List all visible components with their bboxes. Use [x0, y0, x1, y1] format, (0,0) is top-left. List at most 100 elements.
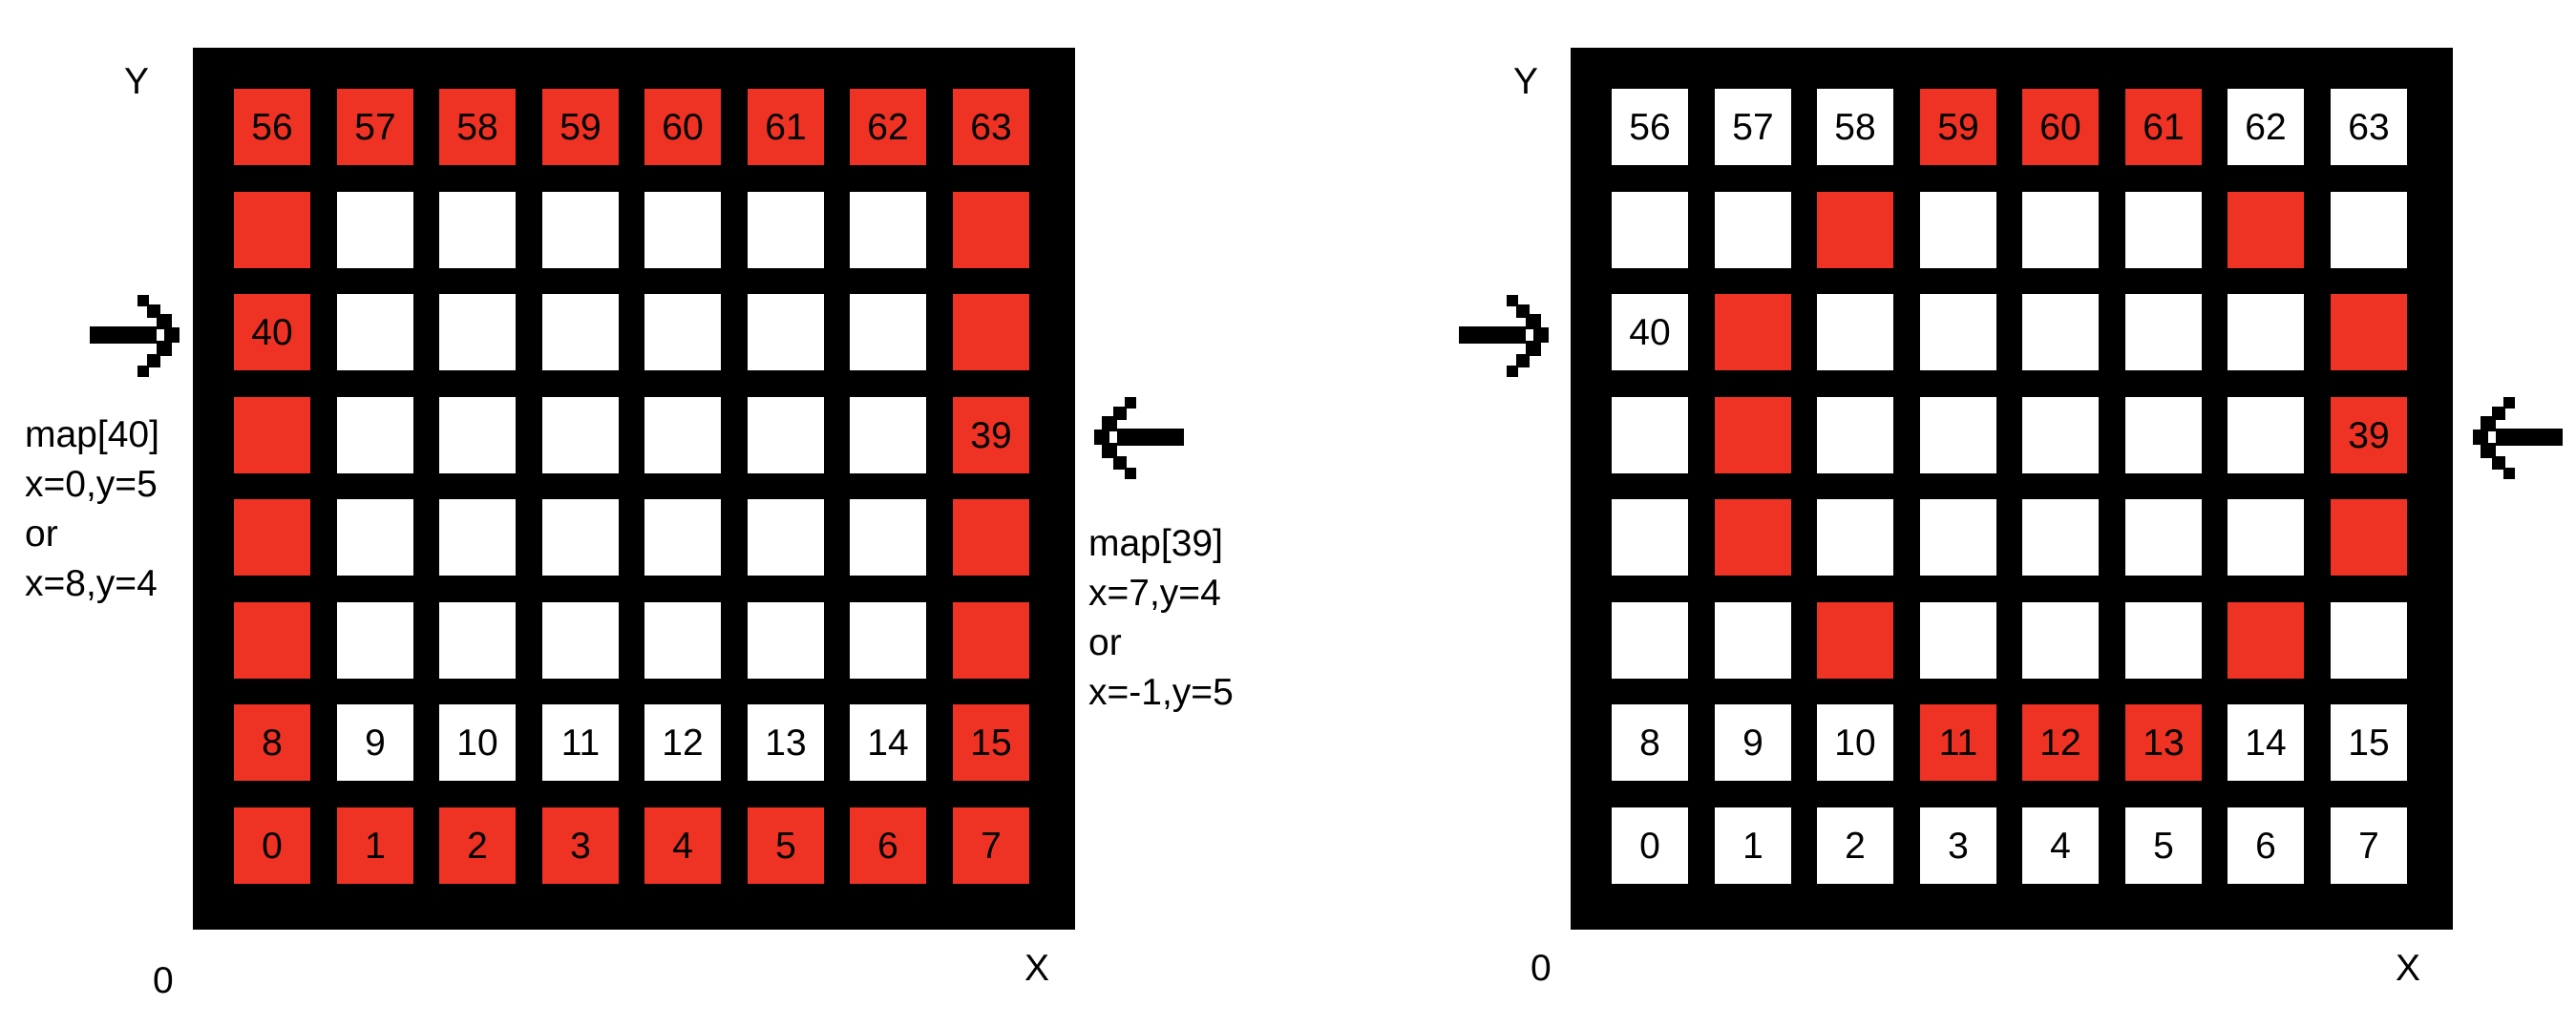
cell-27	[1920, 499, 1996, 576]
cell-3: 3	[1920, 807, 1996, 884]
cell-27	[542, 499, 619, 576]
cell-48	[1612, 192, 1688, 268]
y-axis-label-right: Y	[1513, 61, 1539, 102]
cell-41	[337, 294, 413, 370]
cell-61: 61	[748, 89, 824, 165]
cell-13: 13	[2125, 704, 2202, 781]
cell-28	[2022, 499, 2099, 576]
cell-19	[542, 602, 619, 679]
cell-52	[644, 192, 721, 268]
cell-57: 57	[337, 89, 413, 165]
cell-2: 2	[439, 807, 516, 884]
cell-62: 62	[2228, 89, 2304, 165]
cell-40: 40	[234, 294, 310, 370]
cell-48	[234, 192, 310, 268]
cell-29	[748, 499, 824, 576]
cell-33	[1715, 397, 1791, 473]
cell-46	[850, 294, 926, 370]
cell-61: 61	[2125, 89, 2202, 165]
cell-59: 59	[1920, 89, 1996, 165]
note-map39: map[39] x=7,y=4 or x=-1,y=5	[1088, 519, 1234, 718]
cell-43	[542, 294, 619, 370]
cell-13: 13	[748, 704, 824, 781]
cell-43	[1920, 294, 1996, 370]
cell-3: 3	[542, 807, 619, 884]
cell-14: 14	[2228, 704, 2304, 781]
cell-37	[748, 397, 824, 473]
right-arrow-icon	[90, 295, 179, 377]
cell-15: 15	[2331, 704, 2407, 781]
cell-23	[2331, 602, 2407, 679]
cell-50	[1817, 192, 1893, 268]
cell-47	[953, 294, 1029, 370]
note-map40-line-3: or	[25, 514, 58, 555]
cell-21	[2125, 602, 2202, 679]
note-map39-line-4: x=-1,y=5	[1088, 672, 1234, 713]
origin-label-left: 0	[153, 960, 174, 1001]
cell-47	[2331, 294, 2407, 370]
cell-59: 59	[542, 89, 619, 165]
cell-36	[644, 397, 721, 473]
cell-34	[439, 397, 516, 473]
cell-60: 60	[2022, 89, 2099, 165]
note-map40-line-4: x=8,y=4	[25, 563, 158, 604]
cell-41	[1715, 294, 1791, 370]
cell-32	[1612, 397, 1688, 473]
cell-35	[542, 397, 619, 473]
cell-54	[850, 192, 926, 268]
cell-44	[2022, 294, 2099, 370]
cell-24	[1612, 499, 1688, 576]
cell-29	[2125, 499, 2202, 576]
cell-18	[1817, 602, 1893, 679]
cell-8: 8	[1612, 704, 1688, 781]
cell-54	[2228, 192, 2304, 268]
cell-11: 11	[1920, 704, 1996, 781]
x-axis-label-left: X	[1024, 948, 1050, 989]
cell-63: 63	[953, 89, 1029, 165]
cell-60: 60	[644, 89, 721, 165]
cell-26	[439, 499, 516, 576]
cell-51	[1920, 192, 1996, 268]
cell-49	[1715, 192, 1791, 268]
cell-7: 7	[953, 807, 1029, 884]
cell-32	[234, 397, 310, 473]
note-map39-line-2: x=7,y=4	[1088, 573, 1221, 614]
cell-44	[644, 294, 721, 370]
cell-9: 9	[1715, 704, 1791, 781]
cell-53	[2125, 192, 2202, 268]
origin-label-right: 0	[1531, 948, 1552, 989]
cell-1: 1	[1715, 807, 1791, 884]
note-map40-line-1: map[40]	[25, 414, 159, 455]
cell-53	[748, 192, 824, 268]
cell-39: 39	[2331, 397, 2407, 473]
cell-39: 39	[953, 397, 1029, 473]
cell-45	[2125, 294, 2202, 370]
cell-34	[1817, 397, 1893, 473]
note-map39-line-1: map[39]	[1088, 523, 1223, 564]
cell-6: 6	[2228, 807, 2304, 884]
x-axis-label-right: X	[2396, 948, 2421, 989]
cell-8: 8	[234, 704, 310, 781]
left-arrow-icon	[1094, 397, 1184, 479]
cell-45	[748, 294, 824, 370]
cell-28	[644, 499, 721, 576]
cell-58: 58	[1817, 89, 1893, 165]
cell-16	[1612, 602, 1688, 679]
note-map40-line-2: x=0,y=5	[25, 464, 158, 505]
cell-20	[2022, 602, 2099, 679]
cell-42	[1817, 294, 1893, 370]
cell-52	[2022, 192, 2099, 268]
right-arrow-icon	[1459, 295, 1549, 377]
cell-55	[953, 192, 1029, 268]
cell-11: 11	[542, 704, 619, 781]
cell-5: 5	[748, 807, 824, 884]
cell-4: 4	[644, 807, 721, 884]
cell-56: 56	[234, 89, 310, 165]
cell-50	[439, 192, 516, 268]
cell-9: 9	[337, 704, 413, 781]
cell-22	[2228, 602, 2304, 679]
cell-2: 2	[1817, 807, 1893, 884]
cell-62: 62	[850, 89, 926, 165]
